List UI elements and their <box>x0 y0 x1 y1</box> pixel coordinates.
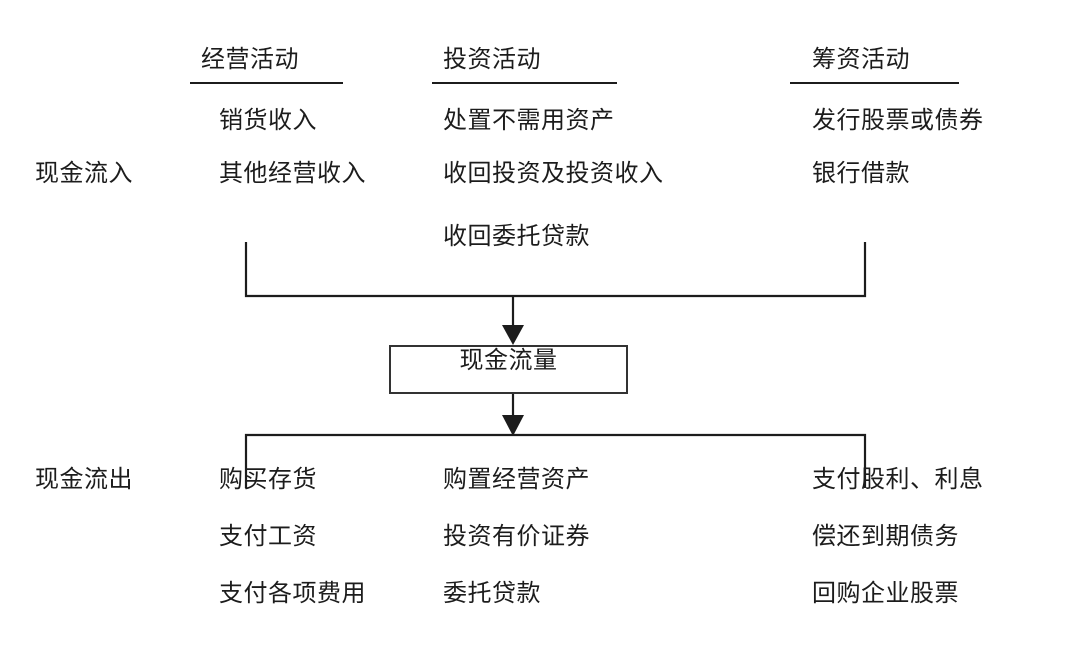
outflow-financing-item-2: 偿还到期债务 <box>812 522 959 550</box>
outflow-financing-item-1: 支付股利、利息 <box>812 465 984 493</box>
outflow-investing-item-2: 投资有价证券 <box>443 522 590 550</box>
column-header-operating: 经营活动 <box>201 45 299 73</box>
column-header-rule-investing <box>432 82 617 84</box>
row-label-cash-inflow: 现金流入 <box>35 159 133 187</box>
inflow-investing-item-1: 处置不需用资产 <box>443 106 615 134</box>
cash-flow-box: 现金流量 <box>389 345 628 394</box>
inflow-operating-item-2: 其他经营收入 <box>219 159 366 187</box>
outflow-financing-item-3: 回购企业股票 <box>812 579 959 607</box>
column-header-financing: 筹资活动 <box>812 45 910 73</box>
inflow-investing-item-2: 收回投资及投资收入 <box>443 159 664 187</box>
outflow-investing-item-3: 委托贷款 <box>443 579 541 607</box>
column-header-investing: 投资活动 <box>443 45 541 73</box>
outflow-operating-item-2: 支付工资 <box>219 522 317 550</box>
cash-flow-box-label: 现金流量 <box>459 346 558 374</box>
row-label-cash-outflow: 现金流出 <box>35 465 133 493</box>
outflow-investing-item-1: 购置经营资产 <box>443 465 590 493</box>
inflow-to-box-arrowhead <box>502 325 524 345</box>
box-to-outflow-arrowhead <box>502 415 524 436</box>
inflow-financing-item-1: 发行股票或债券 <box>812 106 984 134</box>
inflow-financing-item-2: 银行借款 <box>812 159 910 187</box>
outflow-operating-item-3: 支付各项费用 <box>219 579 366 607</box>
inflow-investing-item-3: 收回委托贷款 <box>443 222 590 250</box>
inflow-operating-item-1: 销货收入 <box>219 106 317 134</box>
column-header-rule-financing <box>790 82 959 84</box>
column-header-rule-operating <box>190 82 343 84</box>
outflow-operating-item-1: 购买存货 <box>219 465 317 493</box>
